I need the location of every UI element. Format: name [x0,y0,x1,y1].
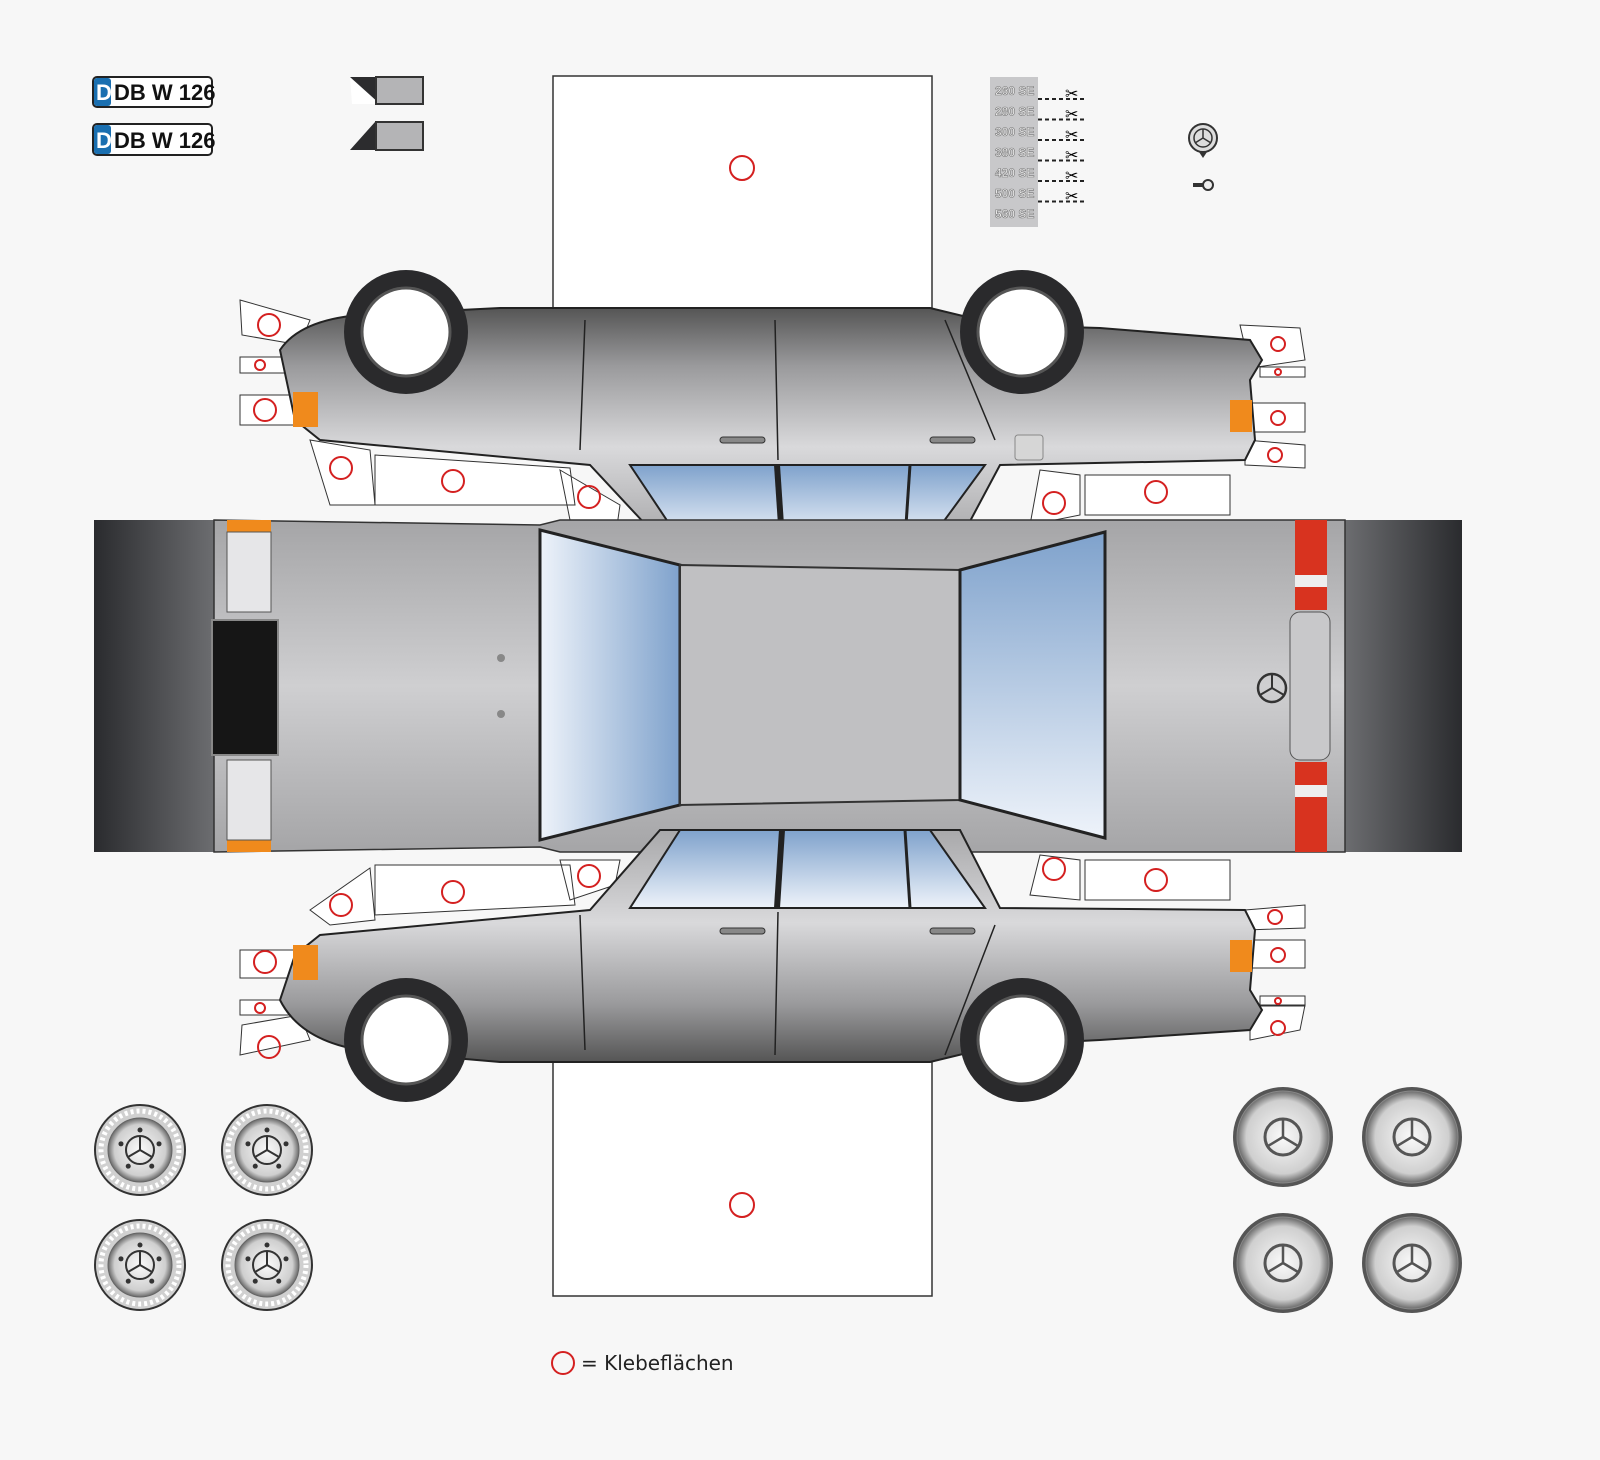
hood-star-emblem [1188,123,1218,158]
model-badge: 300 SE [995,125,1034,139]
model-badge: 280 SE [995,105,1034,119]
plate-number: DB W 126 [114,128,215,153]
model-badge: 560 SE [995,207,1034,221]
hubcaps-steel [1233,1087,1462,1313]
glue-mark [729,1192,755,1218]
scissors-icon: ✂ [1065,189,1078,206]
roof-flap-bottom [552,1061,933,1297]
license-plate-front: D DB W 126 [92,76,215,108]
hubcap [1233,1213,1333,1313]
model-badge-strip: 260 SE ✂ 280 SE ✂ 300 SE ✂ 380 SE ✂ 420 SE ✂ 500 S… [990,77,1085,227]
hubcap [94,1104,186,1196]
side-view-right [239,829,1306,1102]
wheel [960,270,1084,394]
mirror-piece-right [350,121,424,151]
model-badge: 380 SE [995,146,1034,160]
key-piece [1193,179,1214,191]
grille [211,619,279,756]
hubcap [1362,1087,1462,1187]
scissors-icon: ✂ [1065,148,1078,165]
hubcap [221,1104,313,1196]
wheel [344,270,468,394]
trunk-star-emblem [1256,672,1288,704]
legend: = Klebeflächen [551,1351,734,1375]
hubcap [221,1219,313,1311]
model-badge: 260 SE [995,84,1034,98]
windshield [538,528,682,842]
scissors-icon: ✂ [1065,127,1078,144]
mirror-piece-left [350,76,424,105]
wheel [960,978,1084,1102]
hubcap [94,1219,186,1311]
glue-mark [729,155,755,181]
roof-flap-top [552,75,933,309]
glue-marks [253,857,1286,1059]
hubcaps-alloy [94,1104,313,1311]
license-plate-rear: D DB W 126 [92,123,215,156]
legend-label: = Klebeflächen [581,1351,734,1375]
roof [679,563,961,807]
plate-number: DB W 126 [114,80,215,105]
glue-marks [253,313,1286,515]
glue-mark-icon [551,1351,575,1375]
scissors-icon: ✂ [1065,168,1078,185]
hubcap [1233,1087,1333,1187]
model-badge: 420 SE [995,166,1034,180]
plate-country: D [96,128,112,153]
top-view [94,519,1462,853]
scissors-icon: ✂ [1065,107,1078,124]
rear-window [958,530,1107,840]
wheel [344,978,468,1102]
plate-country: D [96,80,112,105]
side-view-left [239,270,1306,541]
model-badge: 500 SE [995,187,1034,201]
scissors-icon: ✂ [1065,86,1078,103]
hubcap [1362,1213,1462,1313]
